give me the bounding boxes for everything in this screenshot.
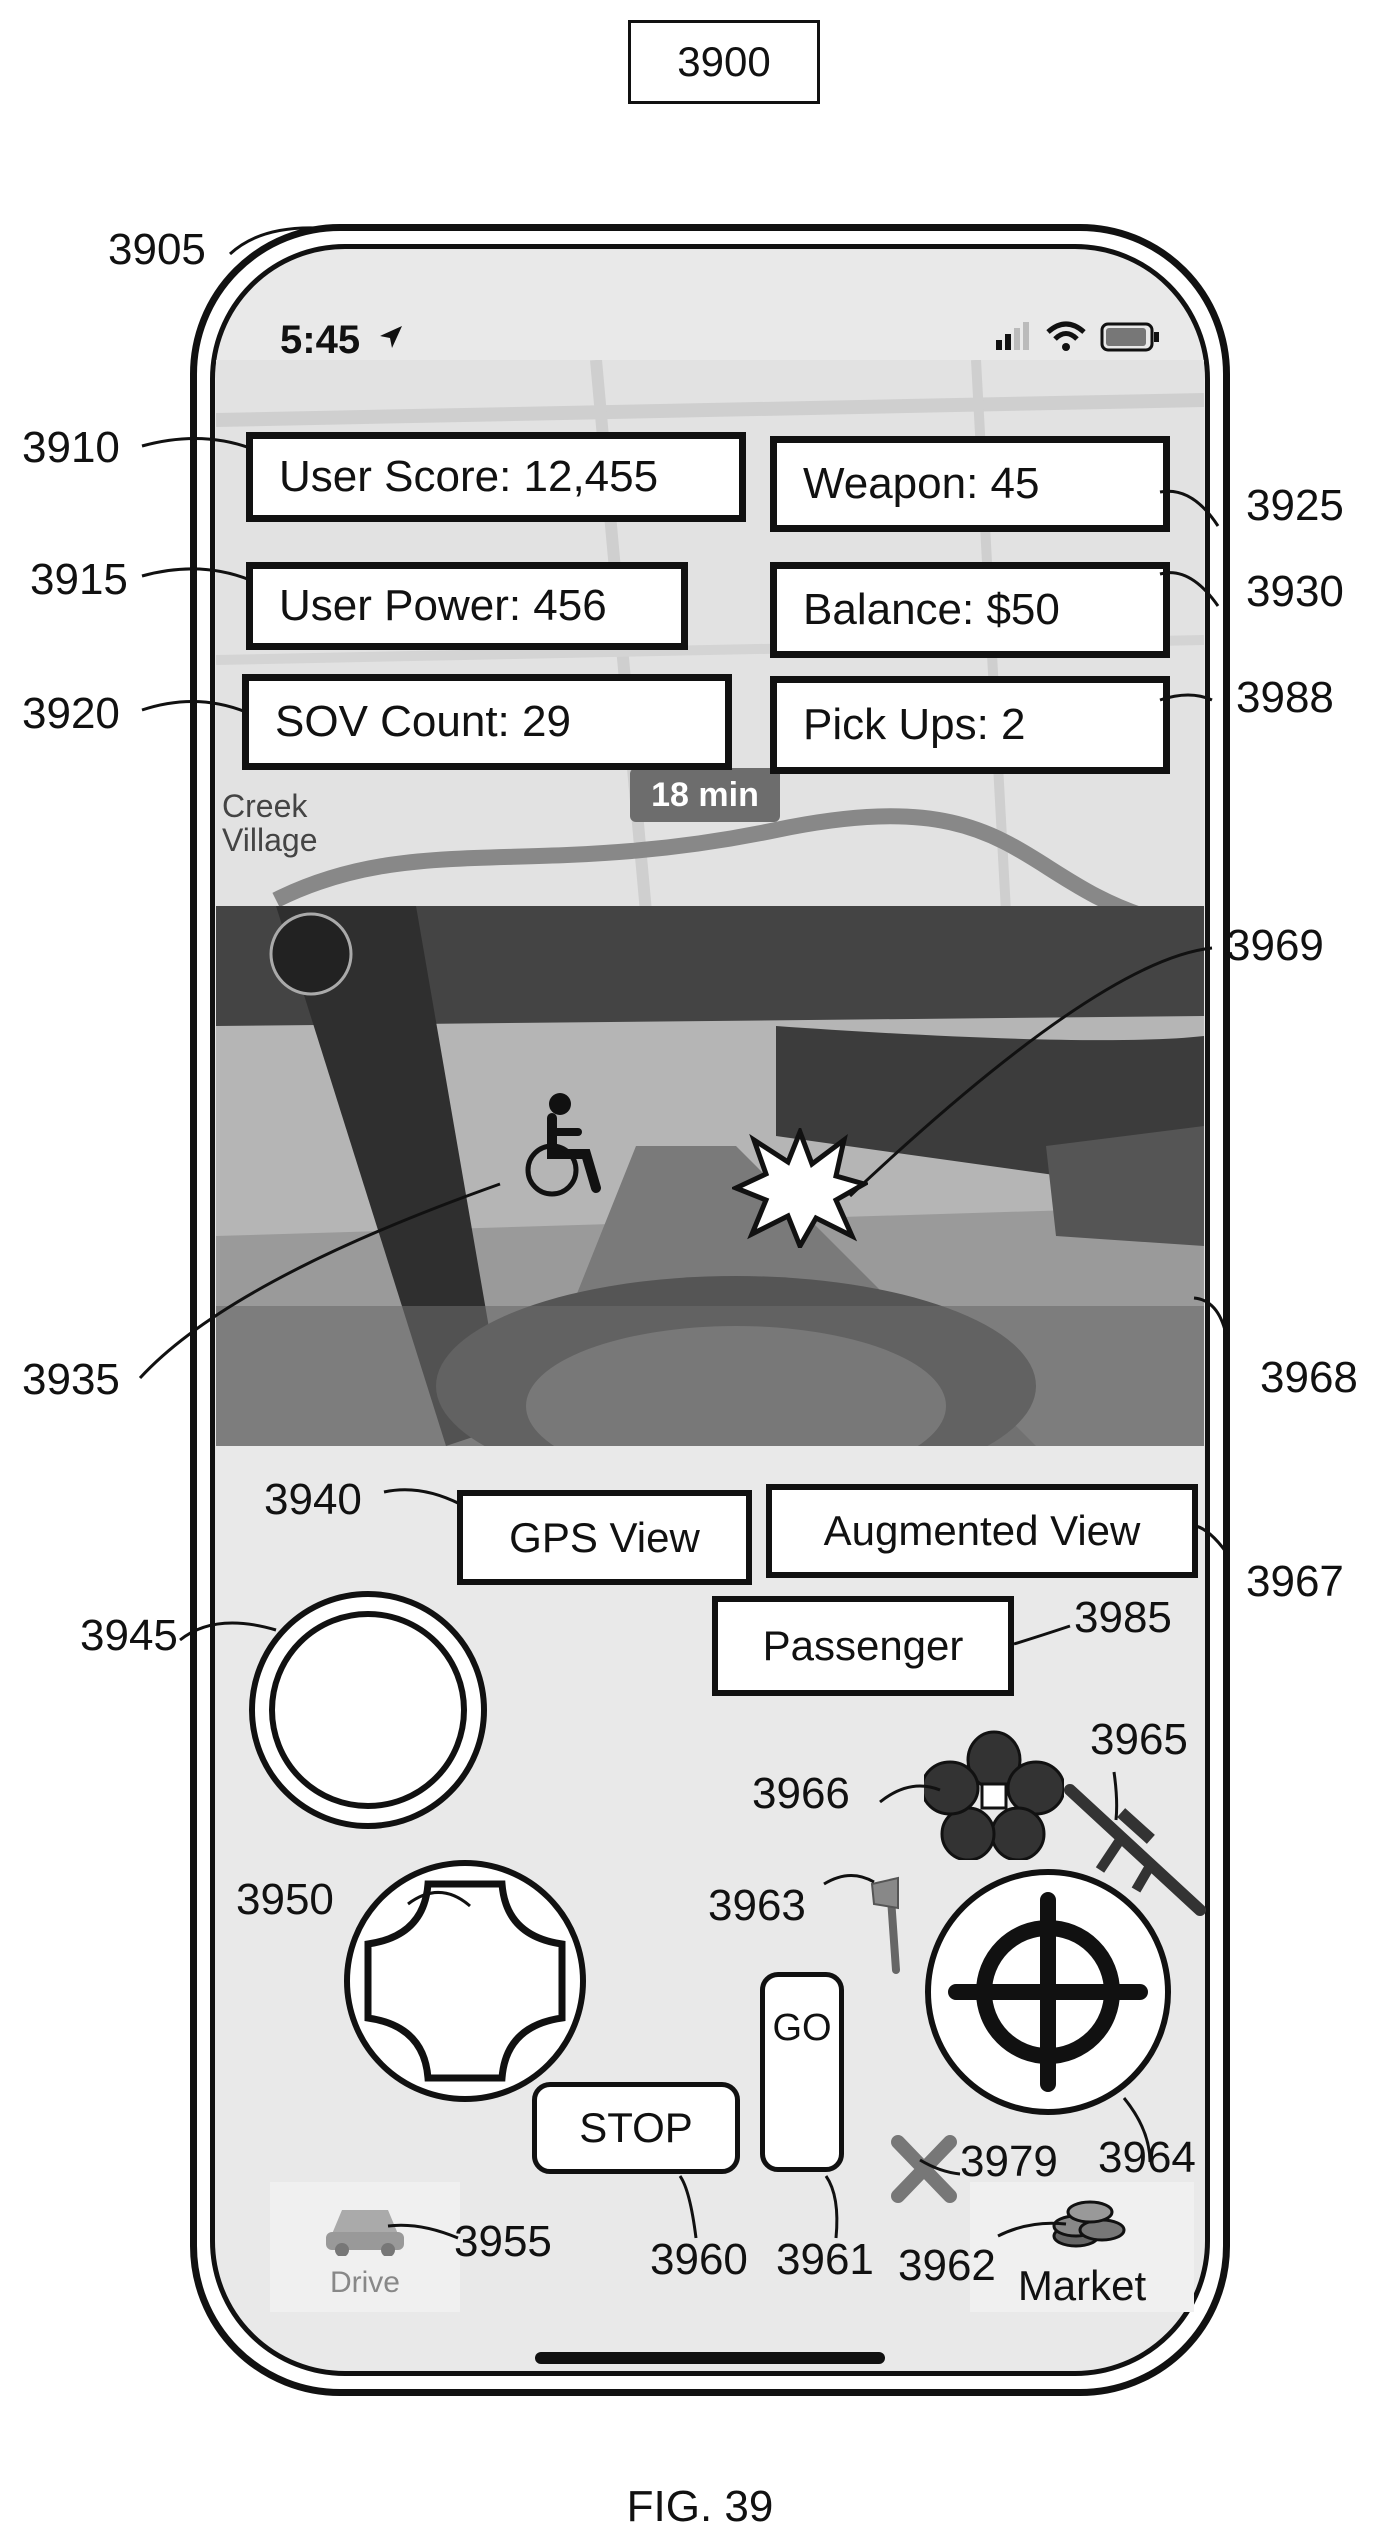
stop-button[interactable]: STOP [532, 2082, 740, 2174]
ref-3961: 3961 [776, 2238, 874, 2282]
axe-icon[interactable] [868, 1874, 918, 1974]
passenger-button[interactable]: Passenger [712, 1596, 1014, 1696]
ref-3955: 3955 [454, 2220, 552, 2264]
ref-3945: 3945 [80, 1614, 178, 1658]
weapon-box: Weapon: 45 [770, 436, 1170, 532]
explosion-icon [732, 1128, 868, 1248]
market-tab[interactable]: Market [970, 2182, 1194, 2312]
ref-3962: 3962 [898, 2244, 996, 2288]
ref-3925: 3925 [1246, 484, 1344, 528]
ref-3968: 3968 [1260, 1356, 1358, 1400]
ref-3950: 3950 [236, 1878, 334, 1922]
go-label: GO [772, 2007, 831, 2050]
drive-tab[interactable]: Drive [270, 2182, 460, 2312]
sov-count-box: SOV Count: 29 [242, 674, 732, 770]
balance-box: Balance: $50 [770, 562, 1170, 658]
eta-badge: 18 min [630, 768, 780, 822]
wheelchair-icon [516, 1092, 616, 1202]
go-button[interactable]: GO [760, 1972, 844, 2172]
ref-3910: 3910 [22, 426, 120, 470]
pick-ups: Pick Ups: 2 [803, 700, 1026, 750]
ref-3915: 3915 [30, 558, 128, 602]
ref-3964: 3964 [1098, 2136, 1196, 2180]
gps-view-button[interactable]: GPS View [457, 1490, 752, 1585]
action-circle-button[interactable] [246, 1588, 490, 1832]
user-score: User Score: 12,455 [279, 452, 658, 502]
passenger-label: Passenger [763, 1622, 964, 1670]
market-tab-label: Market [970, 2262, 1194, 2310]
ref-3940: 3940 [264, 1478, 362, 1522]
pick-ups-box: Pick Ups: 2 [770, 676, 1170, 774]
flower-icon[interactable] [924, 1730, 1064, 1860]
ref-3920: 3920 [22, 692, 120, 736]
home-indicator [535, 2352, 885, 2364]
coins-icon [1046, 2196, 1132, 2252]
x-mark-icon[interactable] [884, 2130, 964, 2210]
balance: Balance: $50 [803, 585, 1060, 635]
sov-count: SOV Count: 29 [275, 697, 571, 747]
map-place-label: Creek Village [222, 790, 317, 857]
user-power: User Power: 456 [279, 581, 607, 631]
ref-3930: 3930 [1246, 570, 1344, 614]
directional-pad[interactable] [340, 1856, 590, 2106]
wifi-icon [1046, 320, 1086, 352]
car-icon [322, 2198, 408, 2256]
drive-tab-label: Drive [270, 2266, 460, 2300]
augmented-reality-view [216, 906, 1204, 1446]
stop-label: STOP [579, 2104, 693, 2152]
augmented-view-label: Augmented View [824, 1507, 1141, 1555]
ref-3969: 3969 [1226, 924, 1324, 968]
user-power-box: User Power: 456 [246, 562, 688, 650]
ref-3966: 3966 [752, 1772, 850, 1816]
figure-number-box: 3900 [628, 20, 820, 104]
location-arrow-icon [376, 322, 406, 352]
ref-3967: 3967 [1246, 1560, 1344, 1604]
ref-3905: 3905 [108, 228, 206, 272]
augmented-view-button[interactable]: Augmented View [766, 1484, 1198, 1578]
signal-icon [994, 322, 1030, 352]
ref-3935: 3935 [22, 1358, 120, 1402]
ref-3985: 3985 [1074, 1596, 1172, 1640]
ref-3960: 3960 [650, 2238, 748, 2282]
ref-3988: 3988 [1236, 676, 1334, 720]
weapon-count: Weapon: 45 [803, 459, 1039, 509]
status-time: 5:45 [280, 318, 360, 363]
figure-caption: FIG. 39 [0, 2482, 1400, 2532]
ref-3963: 3963 [708, 1884, 806, 1928]
ref-3965: 3965 [1090, 1718, 1188, 1762]
crosshair-icon[interactable] [918, 1862, 1178, 2122]
gps-view-label: GPS View [509, 1514, 700, 1562]
user-score-box: User Score: 12,455 [246, 432, 746, 522]
battery-icon [1100, 322, 1162, 352]
figure-number: 3900 [677, 38, 770, 86]
ref-3979: 3979 [960, 2140, 1058, 2184]
